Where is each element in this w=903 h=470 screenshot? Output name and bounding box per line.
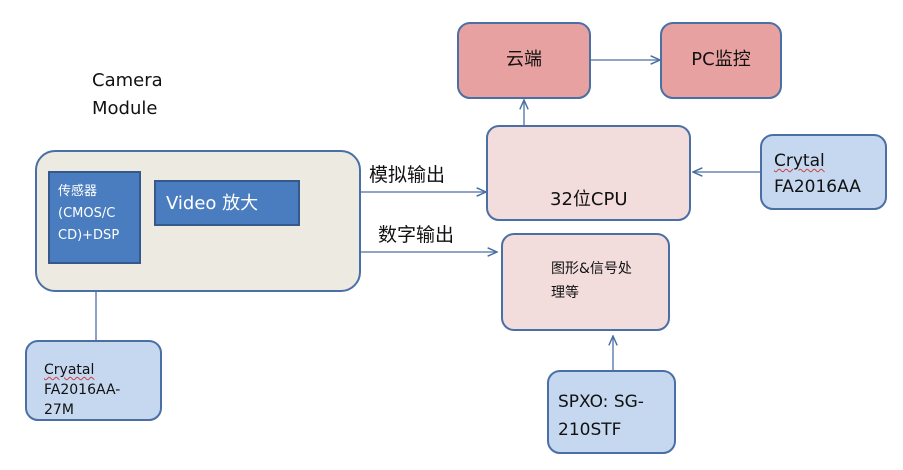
crystal-right-box: Crytal FA2016AA bbox=[760, 134, 887, 210]
digital-output-label: 数字输出 bbox=[378, 224, 455, 246]
video-amp-box: Video 放大 bbox=[154, 180, 300, 226]
pc-monitor-box: PC监控 bbox=[660, 22, 782, 99]
cloud-box: 云端 bbox=[457, 22, 591, 99]
module-title: Camera Module bbox=[92, 70, 163, 119]
analog-output-label: 模拟输出 bbox=[369, 164, 446, 186]
graphics-processing-box: 图形&信号处 理等 bbox=[501, 233, 670, 331]
spxo-box: SPXO: SG- 210STF bbox=[547, 370, 676, 454]
cpu-box: 32位CPU bbox=[486, 125, 691, 221]
crystal-left-box: Cryatal FA2016AA- 27M bbox=[25, 340, 162, 421]
sensor-box: 传感器 (CMOS/C CD)+DSP bbox=[48, 171, 141, 264]
